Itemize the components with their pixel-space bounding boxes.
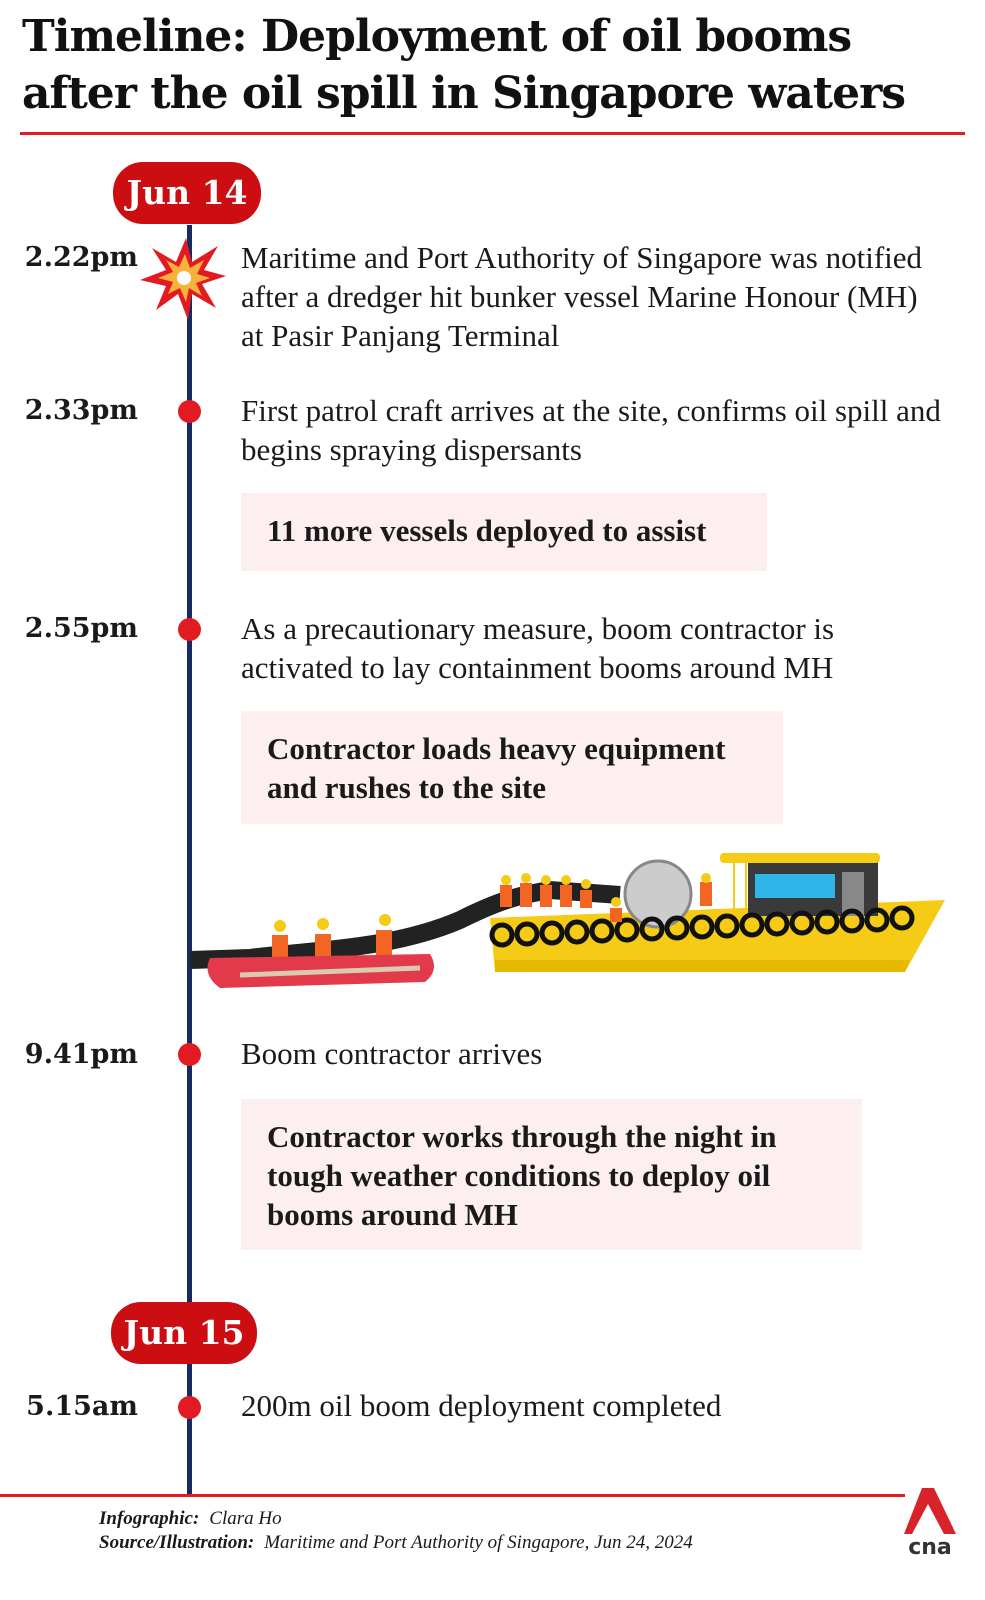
credit-label: Infographic:: [99, 1508, 200, 1529]
event-text: As a precautionary measure, boom contrac…: [241, 611, 835, 685]
credits: Infographic: Clara Ho Source/Illustration…: [99, 1507, 693, 1555]
event-note: 11 more vessels deployed to assist: [241, 493, 767, 571]
event-note: Contractor works through the night in to…: [241, 1099, 862, 1250]
event-time: 2.22pm: [24, 242, 138, 273]
explosion-icon: [140, 238, 226, 320]
timeline-dot: [178, 618, 201, 641]
credit-value: Clara Ho: [209, 1508, 282, 1529]
timeline-line: [187, 225, 192, 1495]
date-badge-jun15: Jun 15: [111, 1302, 257, 1364]
event-text: Maritime and Port Authority of Singapore…: [241, 240, 923, 353]
timeline-dot: [178, 1043, 201, 1066]
svg-text:cna: cna: [908, 1535, 952, 1558]
timeline-dot: [178, 1396, 201, 1419]
event-text: First patrol craft arrives at the site, …: [241, 393, 941, 467]
event-text: 200m oil boom deployment completed: [241, 1388, 722, 1423]
boom-deployment-illustration: [190, 853, 945, 988]
source-label: Source/Illustration:: [99, 1532, 255, 1553]
date-badge-jun14: Jun 14: [113, 162, 261, 224]
timeline-dot: [178, 400, 201, 423]
title-divider: [20, 132, 965, 135]
event-time: 2.33pm: [24, 395, 138, 426]
page-title: Timeline: Deployment of oil booms after …: [22, 11, 906, 119]
cna-logo: cna: [904, 1488, 956, 1558]
source-value: Maritime and Port Authority of Singapore…: [264, 1532, 693, 1553]
event-note: Contractor loads heavy equipment and rus…: [241, 711, 783, 824]
footer-divider: [0, 1494, 905, 1497]
event-time: 9.41pm: [24, 1039, 138, 1070]
event-time: 5.15am: [26, 1391, 138, 1422]
event-time: 2.55pm: [24, 613, 138, 644]
event-text: Boom contractor arrives: [241, 1036, 543, 1071]
